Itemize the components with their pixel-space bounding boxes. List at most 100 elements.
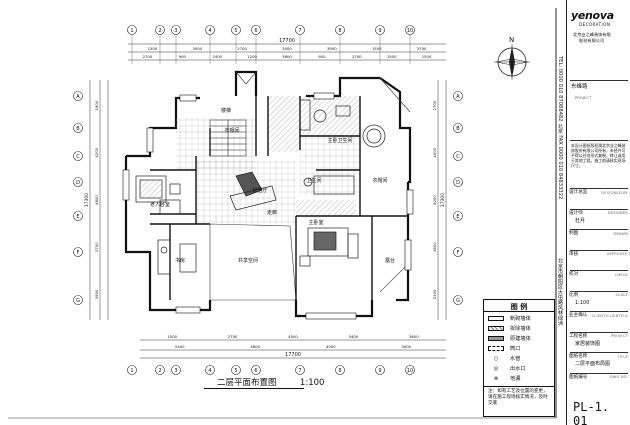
axis-label: 2 (158, 28, 161, 34)
title-row-divider (570, 249, 628, 251)
axis-label: 9 (378, 28, 381, 34)
outlet-icon: ◎ (493, 365, 499, 372)
new-wall-symbol (488, 316, 504, 321)
axis-bubble (251, 25, 261, 35)
title-row-sub: CLIENT/CLIENTELE (591, 313, 628, 318)
water-pipe-icon: ○ (493, 355, 499, 362)
axis-label: 1 (130, 368, 133, 374)
axis-bubble (453, 177, 463, 187)
axis-bubble (453, 211, 463, 221)
axis-label: B (76, 126, 80, 132)
room-label-corridor: 走廊 (267, 209, 277, 216)
dim-bottom-segment-2: 3000 (401, 344, 411, 349)
axis-bubble (335, 25, 345, 35)
axis-label: 1 (130, 28, 133, 34)
axis-label: D (456, 180, 460, 186)
axis-bubble (295, 25, 305, 35)
axis-label: 3 (174, 28, 177, 34)
axis-bubble (127, 365, 137, 375)
plan-title: 二层平面布置图 (217, 378, 277, 388)
legend-item: ○水管 (488, 354, 521, 363)
axis-label: C (456, 154, 460, 160)
axis-bubble (375, 365, 385, 375)
axis-label: A (76, 94, 80, 100)
axis-bubble (295, 365, 305, 375)
axis-bubble (453, 91, 463, 101)
axis-bubble (335, 365, 345, 375)
existing-wall-symbol (488, 336, 504, 341)
axis-label: 9 (378, 368, 381, 374)
dim-top-segment-2: 3600 (282, 54, 292, 59)
title-row-divider (570, 372, 628, 374)
dim-right-segment: 4200 (432, 195, 437, 205)
title-row-label: 图纸编号 (569, 374, 588, 380)
company-line-1: 北京业之峰装饰有限 (573, 32, 611, 37)
dim-top-segment-2: 1200 (247, 54, 257, 59)
axis-label: 4 (208, 28, 211, 34)
axis-label: 5 (234, 28, 237, 34)
axis-bubble (73, 151, 83, 161)
legend: 图 例 新砌墙体 拆除墙体 原建墙体 筒口 ○水管 ◎出水口 ⊗地漏 注：如有工… (483, 299, 555, 417)
dim-top-segment-2: 900 (179, 54, 187, 59)
legend-item: ⊗地漏 (488, 374, 521, 383)
axis-label: 10 (407, 368, 413, 374)
furniture (135, 99, 386, 275)
title-row-sub: TITLE (617, 354, 628, 359)
axis-bubble (73, 211, 83, 221)
axis-bubble (405, 365, 415, 375)
dim-top-segment-2: 2700 (352, 54, 362, 59)
axis-bubble (73, 91, 83, 101)
title-row-label: 比例 (569, 292, 579, 298)
project-sub: PROJECT (575, 95, 592, 100)
dim-top-segment-2: 2700 (143, 54, 153, 59)
opening-symbol (488, 346, 504, 351)
plan-caption: 二层平面布置图 1:100 (217, 376, 324, 388)
room-label-closet-2: 衣帽间 (372, 177, 387, 184)
legend-item: 拆除墙体 (488, 324, 531, 333)
address-text: 北京市朝阳区大屯路风林绿洲 (557, 258, 563, 326)
axis-bubble (453, 151, 463, 161)
room-label-bedroom-left: 老人卧室 (150, 201, 170, 208)
axis-bubble (171, 25, 181, 35)
dim-left-segment: 2700 (94, 242, 99, 252)
dim-right-segment: 2300 (432, 289, 437, 299)
title-row-label: 工程名称 (569, 333, 588, 339)
axis-bubble (73, 177, 83, 187)
axis-label: 6 (254, 368, 257, 374)
dim-top-segment: 3900 (327, 46, 337, 51)
title-row-label: 校对 (569, 272, 579, 277)
axis-label: 4 (208, 368, 211, 374)
title-row-label: 制图 (569, 231, 579, 236)
axis-bubble (155, 365, 165, 375)
title-row-sub: DESIGNED BY (601, 190, 628, 195)
axis-label: 10 (407, 28, 413, 34)
title-row-value: 二层平面布局图 (575, 361, 611, 367)
axis-bubble (231, 25, 241, 35)
title-row-sub: APPROVED (606, 252, 628, 256)
dim-bottom-segment-2: 5400 (175, 344, 185, 349)
plan-scale: 1:100 (299, 378, 325, 388)
axis-label: 6 (254, 28, 257, 34)
legend-item: 原建墙体 (488, 334, 531, 343)
axis-label: D (76, 180, 80, 186)
axis-bubble (453, 295, 463, 305)
title-row-value: 杜月 (575, 217, 586, 224)
title-block: yenova DECORATION 北京业之峰装饰有限 股份有限公司 东峰路 P… (566, 0, 630, 425)
room-label-master-bath: 主卧卫生间 (327, 137, 352, 144)
axis-label: 8 (338, 28, 341, 34)
dim-right-segment: 2700 (432, 100, 437, 110)
axis-label: E (456, 214, 459, 220)
floor-drain-icon: ⊗ (493, 375, 499, 382)
title-row-sub: DRAWN (613, 231, 628, 236)
caption-underline (204, 388, 304, 389)
title-row-label: 图纸名称 (569, 354, 588, 359)
dim-top-segment-2: 2400 (212, 54, 222, 59)
axis-label: F (457, 250, 460, 256)
dim-total-left: 17300 (84, 193, 90, 207)
title-row-divider (570, 290, 628, 292)
axis-label: 3 (174, 368, 177, 374)
axis-bubble (405, 25, 415, 35)
room-label-living: 起居厅 (252, 188, 267, 194)
